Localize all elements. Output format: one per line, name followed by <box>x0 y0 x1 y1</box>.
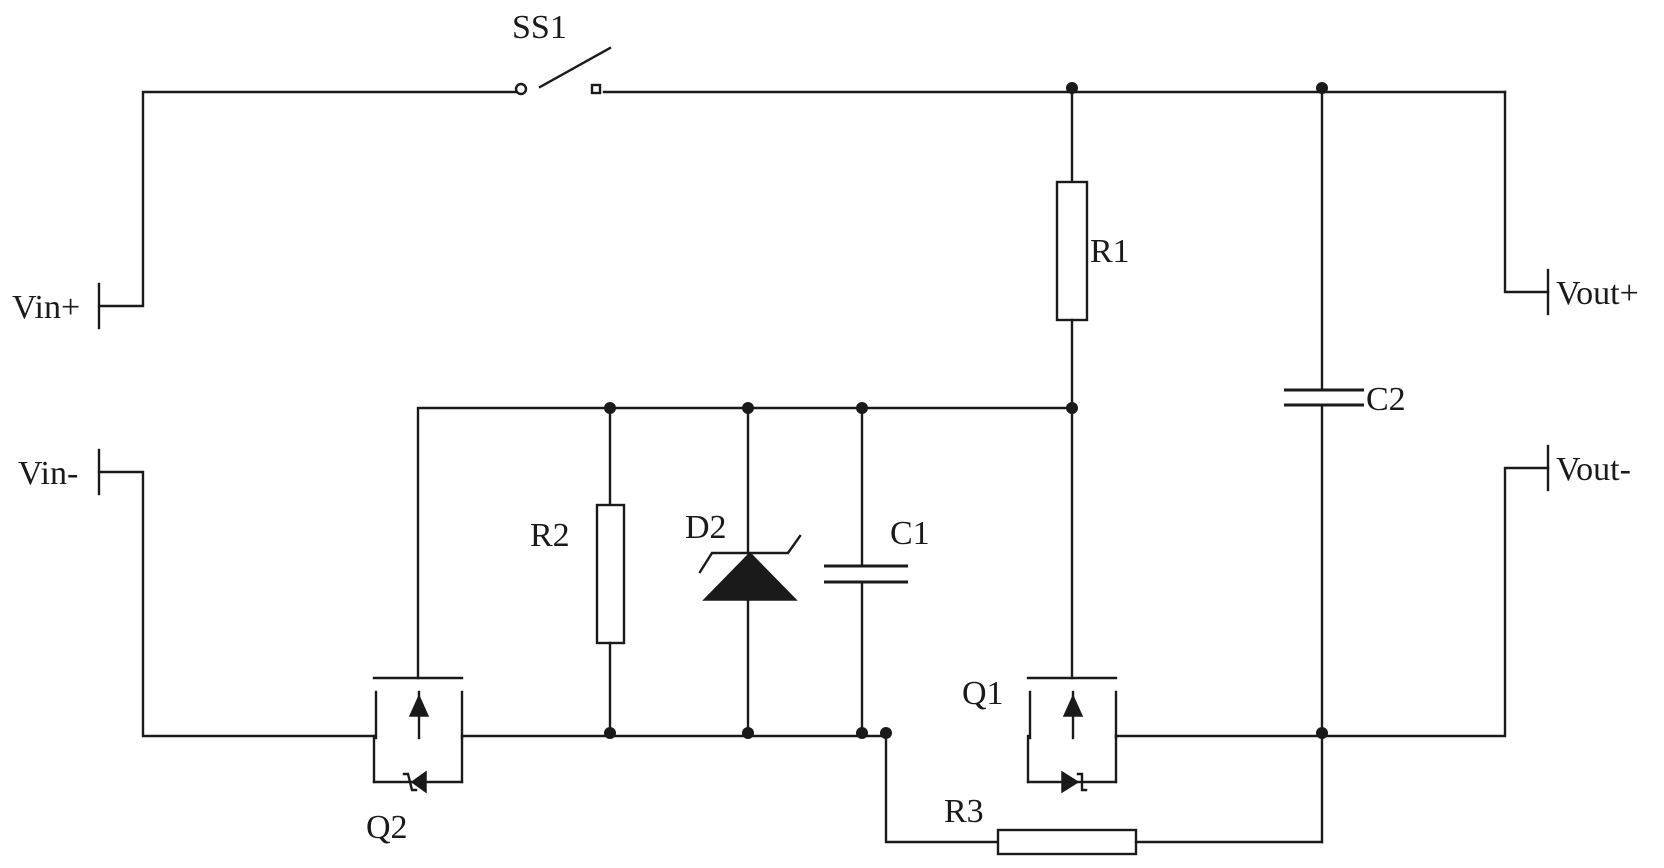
mosfet-q1 <box>1026 676 1118 794</box>
capacitor-c1 <box>824 406 908 735</box>
zener-diode-d2 <box>698 406 802 735</box>
label-q1: Q1 <box>962 675 1004 712</box>
label-ss1: SS1 <box>512 9 567 46</box>
mosfet-q2 <box>372 676 464 794</box>
label-r2: R2 <box>530 517 570 554</box>
resistor-r2 <box>595 406 626 735</box>
middle-node <box>416 406 1074 680</box>
junction-dots <box>604 82 1328 739</box>
vout-minus-terminal <box>1320 444 1550 738</box>
capacitor-c2 <box>1284 86 1364 844</box>
switch-ss1 <box>514 46 612 96</box>
label-vout-plus: Vout+ <box>1556 275 1639 312</box>
label-c1: C1 <box>890 515 930 552</box>
resistor-r1 <box>1055 86 1089 410</box>
top-rail <box>97 90 1550 308</box>
label-c2: C2 <box>1366 381 1406 418</box>
resistor-r3 <box>884 731 1324 856</box>
vin-minus-terminal <box>97 448 376 738</box>
label-d2: D2 <box>685 509 727 546</box>
label-r1: R1 <box>1090 233 1130 270</box>
label-vin-plus: Vin+ <box>12 289 80 326</box>
label-r3: R3 <box>944 793 984 830</box>
label-q2: Q2 <box>366 809 408 846</box>
label-vout-minus: Vout- <box>1556 451 1631 488</box>
label-vin-minus: Vin- <box>18 455 78 492</box>
